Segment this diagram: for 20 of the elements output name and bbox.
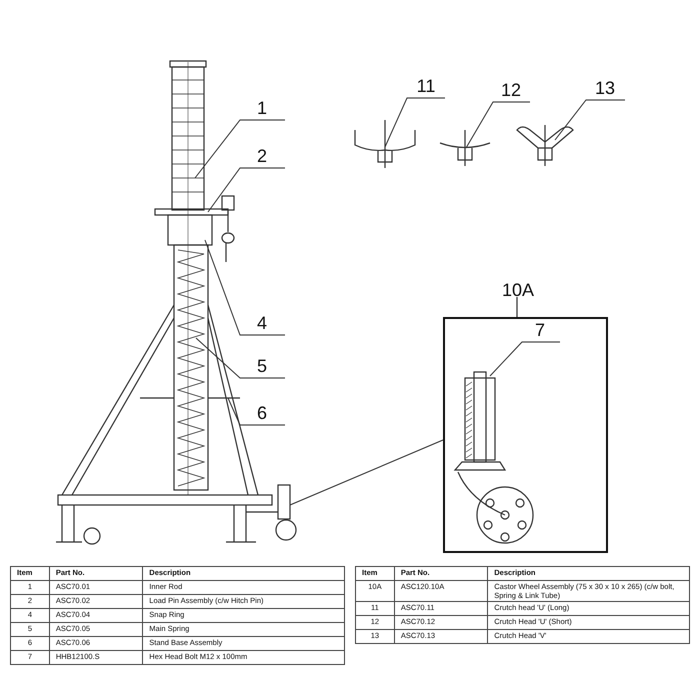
- leader-line: [204, 240, 286, 336]
- callout-number: 6: [237, 403, 287, 423]
- callout-number: 11: [401, 76, 451, 96]
- leader-line: [490, 342, 560, 376]
- callout-number: 10A: [500, 280, 536, 300]
- callout-number: 2: [237, 146, 287, 166]
- leader-line: [554, 100, 626, 140]
- leader-line: [290, 440, 444, 506]
- callout-number: 7: [515, 320, 565, 340]
- leader-line: [196, 338, 286, 378]
- leader-line: [384, 98, 446, 148]
- callout-number: 12: [486, 80, 536, 100]
- callout-number: 5: [237, 356, 287, 376]
- callout-number: 1: [237, 98, 287, 118]
- leader-line: [194, 120, 286, 178]
- leader-line: [228, 398, 286, 426]
- leader-line: [466, 102, 530, 148]
- callout-number: 4: [237, 313, 287, 333]
- callout-number: 13: [580, 78, 630, 98]
- leader-line: [208, 168, 286, 212]
